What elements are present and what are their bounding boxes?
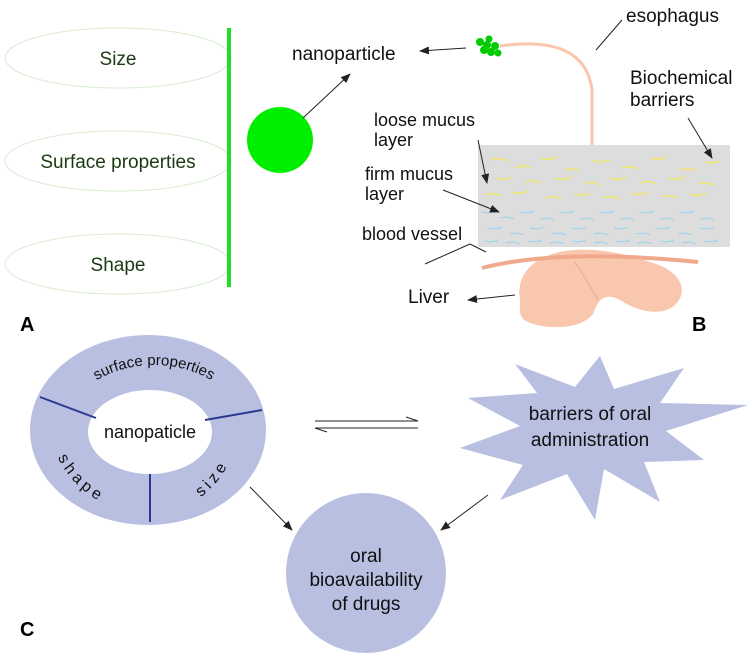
size-label: Size bbox=[100, 49, 137, 70]
nanopaticle-center-label: nanopaticle bbox=[104, 422, 196, 442]
ring-divider-right bbox=[204, 409, 263, 421]
panel-a: Size Surface properties Shape A bbox=[4, 27, 351, 336]
panel-b: nanoparticle esophagus Biochemical barri… bbox=[292, 6, 732, 336]
blood-vessel-arrow bbox=[424, 243, 471, 265]
esophagus-label: esophagus bbox=[626, 6, 719, 27]
bioavailability-line3: of drugs bbox=[332, 594, 401, 615]
surface-properties-label: Surface properties bbox=[40, 152, 195, 173]
blood-vessel-arrow-2 bbox=[469, 243, 487, 253]
nanoparticle-circle bbox=[247, 107, 313, 173]
barriers-line1: barriers of oral bbox=[529, 404, 652, 425]
loose-mucus-arrow bbox=[477, 139, 490, 184]
nanoparticle-label-arrow bbox=[419, 46, 467, 55]
liver-label: Liver bbox=[408, 287, 450, 308]
biochemical-barriers-line2: barriers bbox=[630, 90, 694, 111]
panel-a-letter: A bbox=[20, 314, 34, 336]
liver-fold bbox=[574, 261, 599, 301]
loose-mucus-line2: layer bbox=[374, 130, 413, 150]
liver-shape bbox=[519, 249, 682, 328]
firm-mucus-arrow bbox=[442, 189, 500, 213]
firm-mucus-line1: firm mucus bbox=[365, 164, 453, 184]
bioavailability-circle bbox=[286, 493, 446, 653]
equilibrium-arrows bbox=[314, 416, 419, 433]
ring-divider-left bbox=[39, 396, 97, 419]
panel-c-letter: C bbox=[20, 619, 34, 641]
nanoparticle-arrow bbox=[302, 73, 351, 119]
firm-mucus-strands bbox=[481, 210, 719, 245]
loose-mucus-strands bbox=[484, 156, 720, 200]
blood-vessel-tube bbox=[481, 254, 699, 270]
ring-to-bioavailability-arrow bbox=[249, 486, 293, 531]
panel-b-letter: B bbox=[692, 314, 706, 336]
panel-c: surface properties shape size nanopaticl… bbox=[20, 335, 748, 653]
firm-mucus-line2: layer bbox=[365, 184, 404, 204]
nanoparticle-cluster bbox=[476, 35, 502, 57]
loose-mucus-line1: loose mucus bbox=[374, 110, 475, 130]
esophagus-tube bbox=[499, 42, 594, 145]
blood-vessel-label: blood vessel bbox=[362, 224, 462, 244]
property-ring: surface properties shape size nanopaticl… bbox=[30, 335, 266, 525]
shape-label: Shape bbox=[91, 255, 146, 276]
barriers-to-bioavailability-arrow bbox=[440, 494, 489, 531]
liver-arrow bbox=[467, 294, 516, 304]
biochemical-arrow bbox=[687, 117, 713, 159]
barriers-line2: administration bbox=[531, 430, 649, 451]
barriers-starburst bbox=[460, 356, 748, 520]
nanoparticle-label: nanoparticle bbox=[292, 44, 396, 65]
ring-hole bbox=[88, 390, 212, 474]
bioavailability-line1: oral bbox=[350, 546, 382, 567]
bioavailability-line2: bioavailability bbox=[309, 570, 423, 591]
biochemical-barriers-line1: Biochemical bbox=[630, 68, 732, 89]
mucus-block bbox=[478, 145, 730, 247]
esophagus-arrow bbox=[595, 19, 623, 51]
